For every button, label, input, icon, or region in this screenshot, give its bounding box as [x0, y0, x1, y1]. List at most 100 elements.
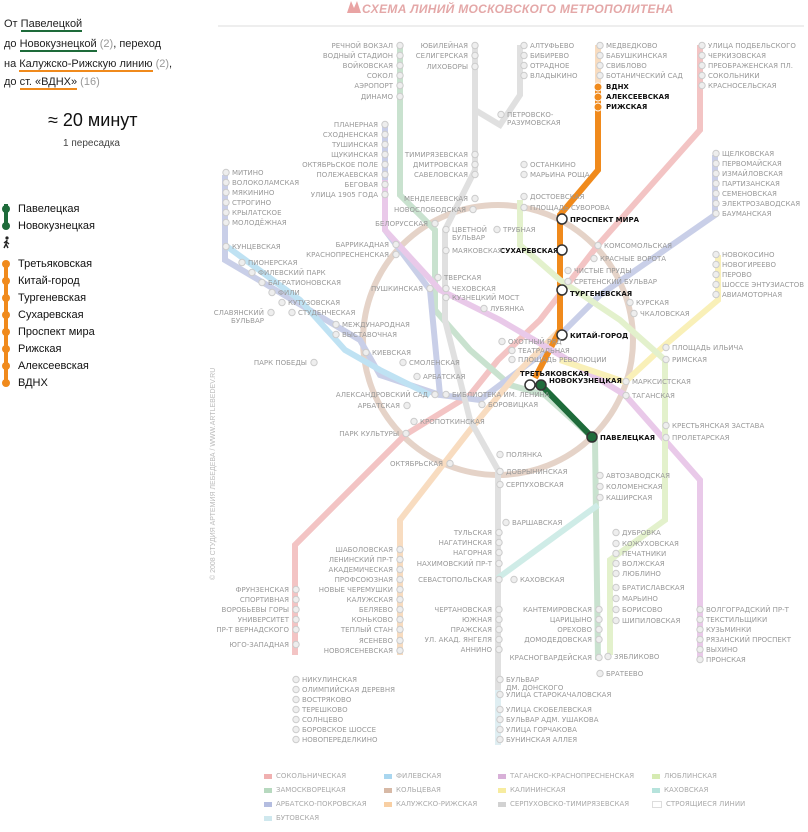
map-label-dinamo[interactable]: ДИНАМО	[361, 93, 394, 101]
station-dot-icon[interactable]	[381, 170, 389, 179]
station-dot-icon[interactable]	[267, 308, 275, 317]
map-label-vostryakovo[interactable]: ВОСТРЯКОВО	[302, 696, 352, 704]
map-label-perovo[interactable]: ПЕРОВО	[722, 271, 752, 279]
map-label-fili[interactable]: ФИЛИ	[278, 289, 300, 297]
map-label-tverskaya[interactable]: ТВЕРСКАЯ	[443, 274, 481, 282]
map-label-annino[interactable]: АННИНО	[461, 646, 493, 654]
map-label-revolutsii[interactable]: ПЛОЩАДЬ РЕВОЛЮЦИИ	[518, 356, 607, 364]
map-label-novoyasenevskaya[interactable]: НОВОЯСЕНЕВСКАЯ	[324, 647, 393, 655]
station-dot-icon[interactable]	[381, 120, 389, 129]
map-label-begovaya[interactable]: БЕГОВАЯ	[345, 181, 379, 189]
station-dot-icon[interactable]	[471, 170, 479, 179]
map-label-mayakovskaya[interactable]: МАЯКОВСКАЯ	[452, 247, 503, 255]
station-dot-icon[interactable]	[471, 194, 479, 203]
station-dot-icon[interactable]	[480, 304, 488, 313]
station-dot-icon[interactable]	[595, 635, 603, 644]
map-label-turgenevskaya[interactable]: ТУРГЕНЕВСКАЯ	[570, 290, 632, 298]
map-label-strogino[interactable]: СТРОГИНО	[232, 199, 272, 207]
map-label-okhotny[interactable]: ОХОТНЫЙ РЯД	[508, 337, 562, 346]
station-dot-icon[interactable]	[292, 725, 300, 734]
station-dot-icon[interactable]	[396, 81, 404, 90]
map-label-kuznetsky[interactable]: КУЗНЕЦКИЙ МОСТ	[452, 293, 520, 302]
station-dot-icon[interactable]	[495, 605, 503, 614]
map-label-krasnye-vorota[interactable]: КРАСНЫЕ ВОРОТА	[600, 255, 666, 263]
station-dot-icon[interactable]	[698, 61, 706, 70]
map-label-aviamotornaya[interactable]: АВИАМОТОРНАЯ	[722, 291, 782, 299]
map-label-voykovskaya[interactable]: ВОЙКОВСКАЯ	[343, 61, 393, 70]
map-label-pechatniki[interactable]: ПЕЧАТНИКИ	[622, 550, 666, 558]
map-label-pervomayskaya[interactable]: ПЕРВОМАЙСКАЯ	[722, 159, 782, 168]
map-label-kantemirovskaya[interactable]: КАНТЕМИРОВСКАЯ	[523, 606, 592, 614]
station-dot-icon[interactable]	[392, 240, 400, 249]
map-label-krasnoselskaya[interactable]: КРАСНОСЕЛЬСКАЯ	[708, 82, 777, 90]
station-dot-icon[interactable]	[434, 273, 442, 282]
station-dot-icon[interactable]	[520, 51, 528, 60]
route-line-link[interactable]: Калужско-Рижскую линию	[19, 58, 153, 72]
station-dot-icon[interactable]	[698, 81, 706, 90]
station-dot-icon[interactable]	[292, 695, 300, 704]
map-label-yasenevo[interactable]: ЯСЕНЕВО	[359, 637, 394, 645]
station-dot-icon[interactable]	[410, 417, 418, 426]
station-dot-icon[interactable]	[403, 401, 411, 410]
map-label-teply[interactable]: ТЕПЛЫЙ СТАН	[340, 625, 393, 634]
station-dot-icon[interactable]	[712, 179, 720, 188]
map-label-myakinino[interactable]: МЯКИНИНО	[232, 189, 275, 197]
map-label-smolenskaya[interactable]: СМОЛЕНСКАЯ	[409, 359, 460, 367]
station-dot-icon[interactable]	[442, 284, 450, 293]
map-label-kutuzovskaya[interactable]: КУТУЗОВСКАЯ	[288, 299, 340, 307]
map-label-vdnh[interactable]: ВДНХ	[606, 83, 629, 91]
map-label-tsvetnoy[interactable]: ЦВЕТНОЙ	[452, 225, 487, 234]
map-label-trubnaya[interactable]: ТРУБНАЯ	[502, 226, 536, 234]
station-dot-icon[interactable]	[612, 569, 620, 578]
map-label-slavyansky[interactable]: СЛАВЯНСКИЙ	[214, 308, 264, 317]
map-label-kievskaya[interactable]: КИЕВСКАЯ	[372, 349, 411, 357]
station-dot-icon[interactable]	[696, 655, 704, 664]
map-label-mezhdunarodnaya[interactable]: МЕЖДУНАРОДНАЯ	[342, 321, 410, 329]
map-label-krylatskoe[interactable]: КРЫЛАТСКОЕ	[232, 209, 282, 217]
map-label-park-pobedy[interactable]: ПАРК ПОБЕДЫ	[254, 359, 307, 367]
map-label-vernadskogo[interactable]: ПР-Т ВЕРНАДСКОГО	[216, 626, 289, 634]
map-label-sevastopolskaya[interactable]: СЕВАСТОПОЛЬСКАЯ	[418, 576, 492, 584]
station-dot-icon[interactable]	[310, 358, 318, 367]
station-dot-icon[interactable]	[396, 595, 404, 604]
map-label-partizanskaya[interactable]: ПАРТИЗАНСКАЯ	[722, 180, 780, 188]
station-dot-icon[interactable]	[496, 675, 504, 684]
map-label-kitay-gorod[interactable]: КИТАЙ-ГОРОД	[570, 331, 628, 340]
station-dot-icon[interactable]	[496, 705, 504, 714]
station-dot-icon[interactable]	[596, 51, 604, 60]
station-dot-icon[interactable]	[596, 493, 604, 502]
map-label-belyaevo[interactable]: БЕЛЯЕВО	[359, 606, 394, 614]
map-label-cherkizovskaya[interactable]: ЧЕРКИЗОВСКАЯ	[708, 52, 766, 60]
map-label-vystavochnaya[interactable]: ВЫСТАВОЧНАЯ	[342, 331, 397, 339]
map-label-kropotkinskaya[interactable]: КРОПОТКИНСКАЯ	[420, 418, 485, 426]
map-label-botanichesky[interactable]: БОТАНИЧЕСКИЙ САД	[606, 71, 683, 80]
map-label-alekseevskaya[interactable]: АЛЕКСЕЕВСКАЯ	[606, 93, 669, 101]
map-label-krasnogvardeyskaya[interactable]: КРАСНОГВАРДЕЙСКАЯ	[510, 653, 592, 662]
station-dot-icon[interactable]	[495, 548, 503, 557]
metro-map[interactable]: ВДНХ АЛЕКСЕЕВСКАЯ РИЖСКАЯ ПРОСПЕКТ МИРА …	[200, 0, 808, 770]
station-dot-icon[interactable]	[362, 348, 370, 357]
station-dot-icon[interactable]	[596, 71, 604, 80]
station-dot-icon[interactable]	[222, 198, 230, 207]
station-dot-icon[interactable]	[696, 615, 704, 624]
station-dot-icon[interactable]	[222, 188, 230, 197]
map-label-serpukhovskaya[interactable]: СЕРПУХОВСКАЯ	[506, 481, 564, 489]
map-label-pushkinskaya[interactable]: ПУШКИНСКАЯ	[371, 285, 423, 293]
map-label-shchelkovskaya[interactable]: ЩЕЛКОВСКАЯ	[722, 150, 774, 158]
station-dot-icon[interactable]	[612, 539, 620, 548]
map-label-seligerskaya[interactable]: СЕЛИГЕРСКАЯ	[416, 52, 468, 60]
map-label-savelovskaya[interactable]: САВЕЛОВСКАЯ	[414, 171, 468, 179]
map-label-komsomolskaya[interactable]: КОМСОМОЛЬСКАЯ	[604, 242, 672, 250]
station-dot-icon[interactable]	[442, 246, 450, 255]
map-label-avtozavodskaya[interactable]: АВТОЗАВОДСКАЯ	[606, 472, 670, 480]
map-label-varshavskaya[interactable]: ВАРШАВСКАЯ	[512, 519, 563, 527]
station-dot-icon[interactable]	[469, 205, 477, 214]
map-label-pionerskaya[interactable]: ПИОНЕРСКАЯ	[248, 259, 298, 267]
station-dot-icon[interactable]	[510, 575, 518, 584]
map-label-sretensky[interactable]: СРЕТЕНСКИЙ БУЛЬВАР	[574, 277, 657, 286]
map-label-borovitskaya[interactable]: БОРОВИЦКАЯ	[488, 401, 538, 409]
station-dot-icon[interactable]	[396, 636, 404, 645]
map-label-slavyansky[interactable]: БУЛЬВАР	[231, 317, 264, 325]
map-label-konkovo[interactable]: КОНЬКОВО	[352, 616, 394, 624]
map-label-polezhaevskaya[interactable]: ПОЛЕЖАЕВСКАЯ	[316, 171, 378, 179]
